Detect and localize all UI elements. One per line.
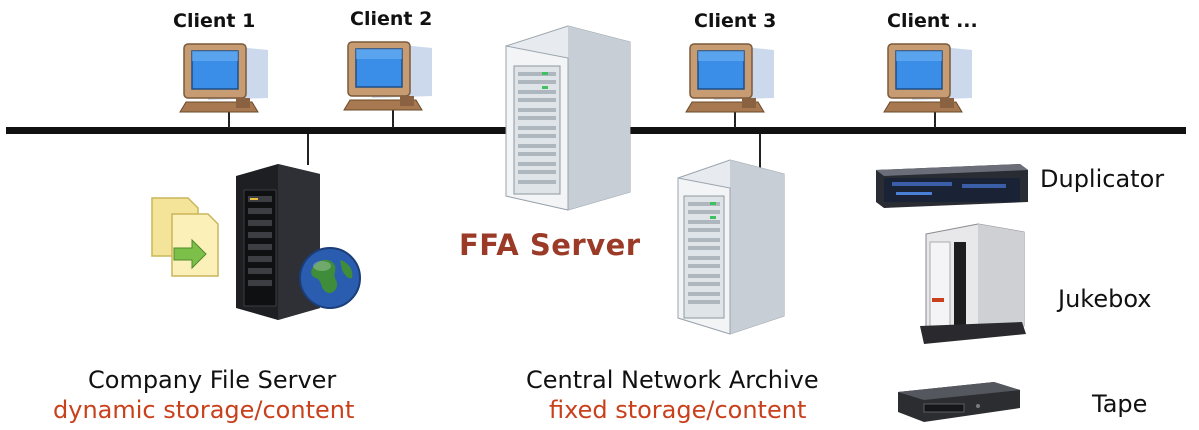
archive-server-icon [677,159,785,335]
client-2-label: Client 2 [350,8,433,30]
jukebox-icon [920,223,1026,344]
globe-icon [299,247,361,309]
duplicator-label: Duplicator [1040,165,1165,193]
client-3-label: Client 3 [694,10,777,32]
duplicator-icon [876,164,1028,208]
client-2-computer-icon [343,41,432,111]
client-3-computer-icon [685,43,774,113]
documents-icon [151,197,219,277]
client-1-label: Client 1 [173,10,256,32]
archive-title: Central Network Archive [526,366,819,394]
tape-label: Tape [1092,390,1148,418]
archive-subtitle: fixed storage/content [549,396,807,424]
client-n-label: Client ... [887,10,978,32]
client-n-computer-icon [883,43,972,113]
file-server-title: Company File Server [88,366,337,394]
ffa-server-label: FFA Server [459,228,641,262]
jukebox-label: Jukebox [1058,285,1152,313]
ffa-server-icon [505,25,631,211]
tape-drive-icon [898,382,1020,422]
file-server-subtitle: dynamic storage/content [53,396,355,424]
client-1-computer-icon [179,43,268,113]
